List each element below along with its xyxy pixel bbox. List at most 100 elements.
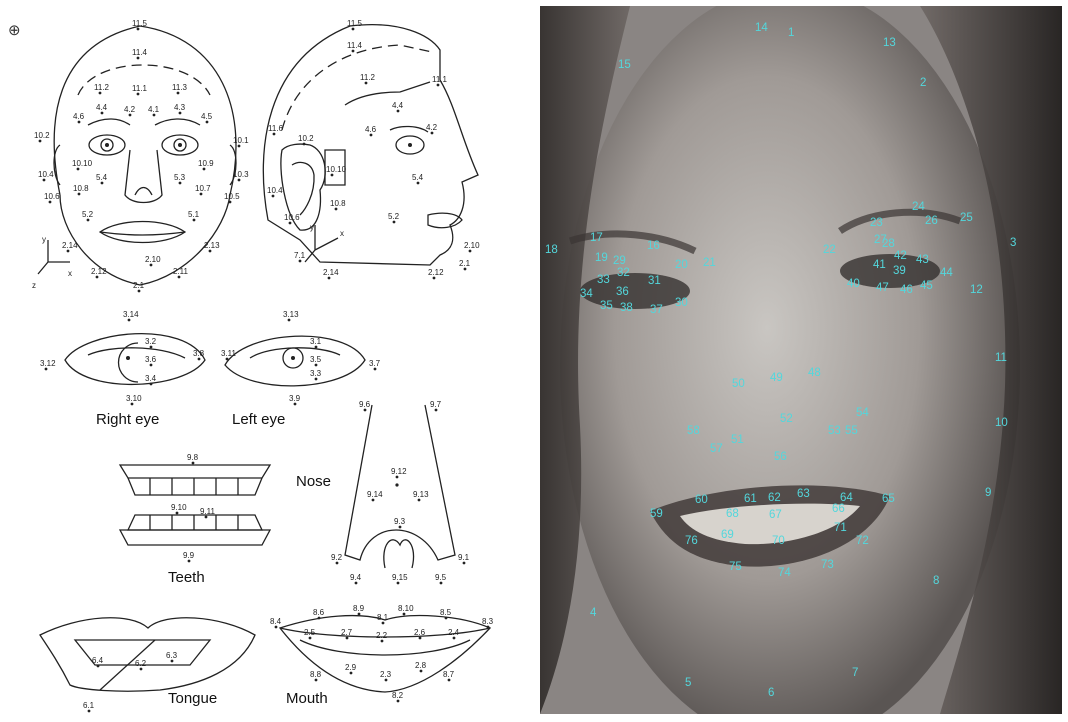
teeth-caption: Teeth: [168, 569, 205, 586]
landmark-label: 2: [920, 77, 926, 89]
landmark-label: 45: [920, 280, 933, 292]
fdp-label: 10.2: [298, 134, 314, 143]
landmark-label: 71: [834, 522, 847, 534]
fdp-dot: [331, 174, 334, 177]
landmark-label: 5: [685, 677, 691, 689]
fdp-dot: [177, 92, 180, 95]
fdp-label: 10.1: [233, 136, 249, 145]
landmark-label: 21: [703, 257, 716, 269]
fdp-dot: [303, 143, 306, 146]
fdp-label: 3.14: [123, 310, 139, 319]
fdp-dot: [328, 277, 331, 280]
fdp-dot: [417, 182, 420, 185]
fdp-label: 2.12: [428, 268, 444, 277]
fdp-dot: [96, 276, 99, 279]
fdp-dot: [150, 264, 153, 267]
fdp-label: 3.10: [126, 394, 142, 403]
landmark-label: 35: [600, 300, 613, 312]
landmark-label: 33: [597, 274, 610, 286]
fdp-label: 6.3: [166, 651, 178, 660]
landmark-label: 61: [744, 493, 757, 505]
fdp-label: 4.6: [365, 125, 377, 134]
fdp-dot: [150, 364, 153, 367]
fdp-label: 8.7: [443, 670, 455, 679]
landmark-label: 16: [647, 240, 660, 252]
fdp-dot: [87, 219, 90, 222]
fdp-label: 2.13: [204, 241, 220, 250]
left-eye-diagram: [225, 336, 365, 386]
fdp-label: 4.4: [392, 101, 404, 110]
landmark-label: 1: [788, 27, 794, 39]
landmark-label: 68: [726, 508, 739, 520]
fdp-dot: [140, 668, 143, 671]
fdp-label: 2.10: [464, 241, 480, 250]
landmark-label: 22: [823, 244, 836, 256]
fdp-label: 5.3: [174, 173, 186, 182]
fdp-dot: [464, 268, 467, 271]
fdp-label: 3.2: [145, 337, 157, 346]
fdp-label: 11.2: [94, 83, 110, 92]
fdp-label: 2.6: [414, 628, 426, 637]
face-shape: [560, 6, 1020, 714]
fdp-label: 3.8: [193, 349, 205, 358]
fdp-label: 2.1: [459, 259, 471, 268]
fdp-dot: [364, 409, 367, 412]
fdp-dot: [178, 276, 181, 279]
axis-x-side: x: [340, 229, 344, 238]
landmark-label: 11: [995, 352, 1007, 364]
fdp-dot: [365, 82, 368, 85]
landmark-label: 58: [687, 425, 700, 437]
landmark-label: 46: [900, 284, 913, 296]
fdp-label: 2.9: [345, 663, 357, 672]
fdp-dot: [171, 660, 174, 663]
side-head: [263, 25, 478, 265]
fdp-label: 10.4: [267, 186, 283, 195]
landmark-label: 62: [768, 492, 781, 504]
fdp-dot: [43, 179, 46, 182]
landmark-label: 76: [685, 535, 698, 547]
fdp-dot: [238, 145, 241, 148]
fdp-label: 9.6: [359, 400, 371, 409]
fdp-dot: [374, 368, 377, 371]
fdp-label: 9.3: [394, 517, 406, 526]
fdp-dot: [440, 582, 443, 585]
fdp-label: 9.10: [171, 503, 187, 512]
landmark-label: 34: [580, 288, 593, 300]
fdp-dot: [350, 672, 353, 675]
landmark-label: 23: [870, 217, 883, 229]
fdp-label: 4.6: [73, 112, 85, 121]
fdp-dot: [381, 640, 384, 643]
corner-glyph: ⊕: [8, 22, 21, 39]
landmark-label: 37: [650, 304, 663, 316]
fdp-label: 3.4: [145, 374, 157, 383]
landmark-label: 13: [883, 37, 896, 49]
fdp-dot: [318, 617, 321, 620]
fdp-label: 11.4: [132, 48, 148, 57]
landmark-label: 60: [695, 494, 708, 506]
landmark-label: 8: [933, 575, 939, 587]
fdp-dot: [393, 221, 396, 224]
fdp-label: 9.13: [413, 490, 429, 499]
fdp-dot: [99, 92, 102, 95]
fdp-label: 8.5: [440, 608, 452, 617]
fdp-dot: [275, 626, 278, 629]
fdp-dot: [396, 476, 399, 479]
diagram-labels: 11.511.411.211.111.34.44.24.14.34.64.510…: [34, 19, 494, 712]
landmark-label: 12: [970, 284, 983, 296]
axis-x-front: x: [68, 269, 72, 278]
fdp-dot: [77, 168, 80, 171]
landmark-label: 47: [876, 282, 889, 294]
fdp-label: 9.7: [430, 400, 442, 409]
fdp-label: 5.2: [388, 212, 400, 221]
fdp-dot: [150, 346, 153, 349]
fdp-label: 2.4: [448, 628, 460, 637]
fdp-dot: [101, 112, 104, 115]
axis-z-front: z: [32, 281, 36, 290]
axis-y-side: y: [310, 223, 314, 232]
right-eye-caption: Right eye: [96, 411, 159, 428]
fdp-dot: [188, 560, 191, 563]
landmark-label: 3: [1010, 237, 1016, 249]
fdp-dot: [382, 622, 385, 625]
fdp-dot: [209, 250, 212, 253]
fdp-dot: [200, 193, 203, 196]
